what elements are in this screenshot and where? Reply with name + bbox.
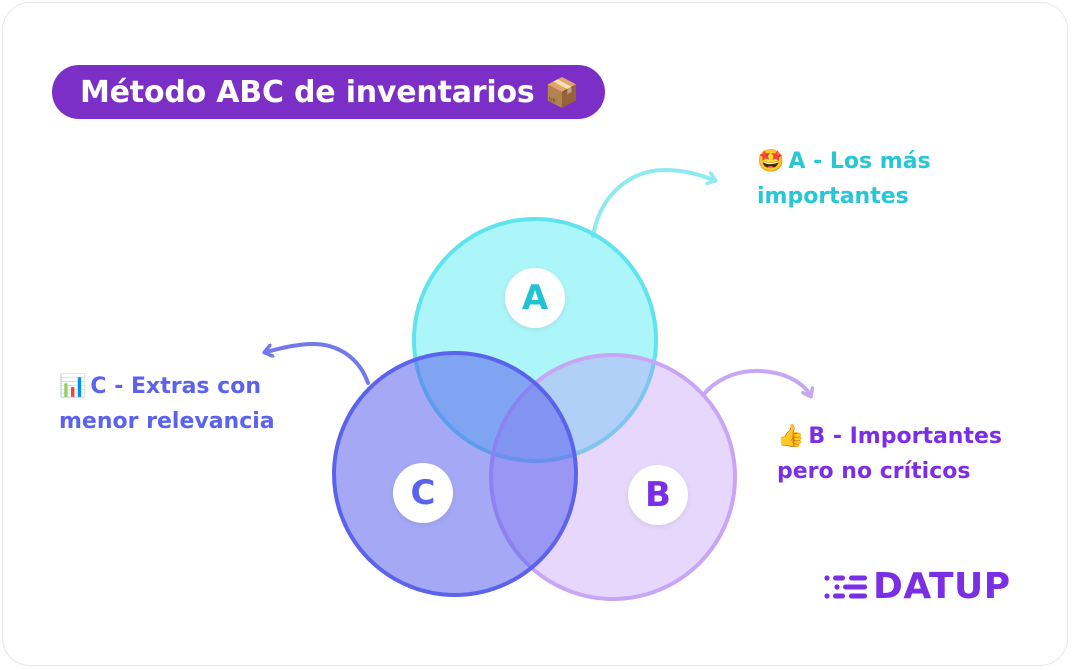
arrow-c xyxy=(266,341,370,385)
badge-a: A xyxy=(505,268,565,328)
thumbs-up-icon: 👍 xyxy=(777,424,805,449)
star-struck-icon: 🤩 xyxy=(757,149,785,174)
page-title: Método ABC de inventarios xyxy=(80,74,535,110)
label-a: 🤩A - Los más importantes xyxy=(757,144,1017,214)
label-b-text: B - Importantes pero no críticos xyxy=(777,424,1003,484)
badge-c: C xyxy=(393,463,453,523)
label-b: 👍B - Importantes pero no críticos xyxy=(777,419,1057,489)
circle-c xyxy=(332,351,578,597)
title-banner: Método ABC de inventarios 📦 xyxy=(52,65,606,119)
arrow-b xyxy=(701,368,810,395)
datup-logo: DATUP xyxy=(823,566,1011,607)
arrow-a xyxy=(591,167,714,238)
badge-b: B xyxy=(628,465,688,525)
label-c-text: C - Extras con menor relevancia xyxy=(59,374,275,434)
speed-lines-icon xyxy=(824,574,867,599)
bar-chart-icon: 📊 xyxy=(59,374,87,399)
label-a-text: A - Los más importantes xyxy=(757,149,931,209)
box-icon: 📦 xyxy=(544,75,580,109)
brand-name: DATUP xyxy=(873,566,1011,607)
label-c: 📊C - Extras con menor relevancia xyxy=(59,369,339,439)
